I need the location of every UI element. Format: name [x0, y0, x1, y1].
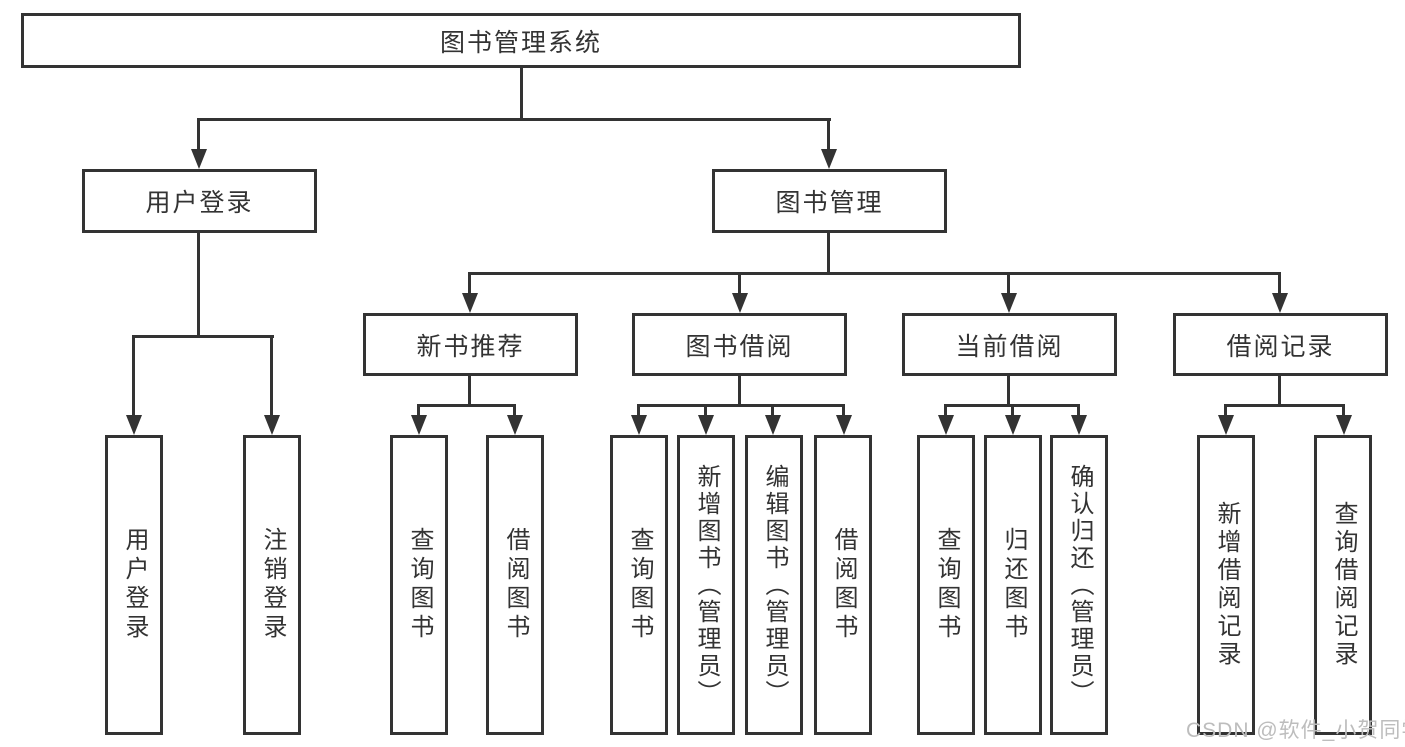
arrowhead-cb-return: [1005, 415, 1021, 435]
connector-root-stem: [520, 68, 523, 121]
arrowhead-bb-add: [698, 415, 714, 435]
connector-level2-crossbar: [198, 118, 831, 121]
connector-borrow-records-stem: [1278, 376, 1281, 407]
node-book-borrowing: 图书借阅: [632, 313, 847, 376]
connector-shaft-bb-query: [637, 404, 640, 419]
connector-borrow-records-crossbar: [1224, 404, 1345, 407]
leaf-current-query-book: 查询图书: [917, 435, 975, 735]
leaf-borrow-query-book: 查询图书: [610, 435, 668, 735]
arrowhead-leaf-user-login: [126, 415, 142, 435]
leaf-current-confirm-return-admin: 确认归还（管理员）: [1050, 435, 1108, 735]
arrowhead-new-book-rec: [462, 293, 478, 313]
connector-shaft-cb-query: [944, 404, 947, 419]
arrowhead-br-query: [1336, 415, 1352, 435]
connector-shaft-br-add: [1224, 404, 1227, 419]
node-user-login: 用户登录: [82, 169, 317, 233]
connector-shaft-user-login: [197, 118, 200, 154]
connector-level3-crossbar: [468, 272, 1281, 275]
node-root-library-management-system: 图书管理系统: [21, 13, 1021, 68]
connector-shaft-bb-add: [704, 404, 707, 419]
connector-shaft-bb-borrow: [842, 404, 845, 419]
connector-book-borrow-crossbar: [637, 404, 845, 407]
connector-new-book-rec-crossbar: [417, 404, 516, 407]
leaf-borrow-add-book-admin: 新增图书（管理员）: [677, 435, 735, 735]
leaf-logout: 注销登录: [243, 435, 301, 735]
leaf-records-add-record: 新增借阅记录: [1197, 435, 1255, 735]
leaf-borrow-borrow-book: 借阅图书: [814, 435, 872, 735]
arrowhead-book-borrow: [732, 293, 748, 313]
leaf-borrow-edit-book-admin: 编辑图书（管理员）: [745, 435, 803, 735]
arrowhead-book-management: [821, 149, 837, 169]
arrowhead-user-login: [191, 149, 207, 169]
connector-new-book-rec-stem: [468, 376, 471, 407]
connector-shaft-leaf-user-login: [132, 335, 135, 419]
arrowhead-bb-edit: [765, 415, 781, 435]
arrowhead-nb-borrow: [507, 415, 523, 435]
arrowhead-leaf-logout: [264, 415, 280, 435]
leaf-current-return-book: 归还图书: [984, 435, 1042, 735]
connector-shaft-borrow-records: [1278, 272, 1281, 297]
connector-shaft-book-management: [827, 118, 830, 154]
connector-book-management-stem: [827, 233, 830, 275]
connector-shaft-nb-borrow: [513, 404, 516, 419]
connector-user-login-crossbar: [132, 335, 274, 338]
node-borrowing-records: 借阅记录: [1173, 313, 1388, 376]
leaf-user-login: 用户登录: [105, 435, 163, 735]
arrowhead-br-add: [1218, 415, 1234, 435]
arrowhead-cb-query: [938, 415, 954, 435]
connector-shaft-cb-return: [1011, 404, 1014, 419]
csdn-watermark: CSDN @软件_小贺同学: [1186, 719, 1405, 742]
connector-shaft-book-borrow: [738, 272, 741, 297]
arrowhead-current-borrow: [1001, 293, 1017, 313]
node-current-borrowing: 当前借阅: [902, 313, 1117, 376]
connector-shaft-nb-query: [417, 404, 420, 419]
node-book-management: 图书管理: [712, 169, 947, 233]
arrowhead-bb-query: [631, 415, 647, 435]
connector-book-borrow-stem: [738, 376, 741, 407]
arrowhead-borrow-records: [1272, 293, 1288, 313]
connector-current-borrow-stem: [1007, 376, 1010, 407]
leaf-newbook-query-book: 查询图书: [390, 435, 448, 735]
arrowhead-bb-borrow: [836, 415, 852, 435]
connector-shaft-new-book-rec: [468, 272, 471, 297]
connector-shaft-br-query: [1342, 404, 1345, 419]
leaf-records-query-record: 查询借阅记录: [1314, 435, 1372, 735]
connector-shaft-leaf-logout: [270, 335, 273, 419]
node-new-book-recommendation: 新书推荐: [363, 313, 578, 376]
connector-shaft-current-borrow: [1007, 272, 1010, 297]
connector-shaft-cb-confirm: [1077, 404, 1080, 419]
arrowhead-nb-query: [411, 415, 427, 435]
connector-shaft-bb-edit: [771, 404, 774, 419]
arrowhead-cb-confirm: [1071, 415, 1087, 435]
leaf-newbook-borrow-book: 借阅图书: [486, 435, 544, 735]
connector-user-login-stem: [197, 233, 200, 338]
